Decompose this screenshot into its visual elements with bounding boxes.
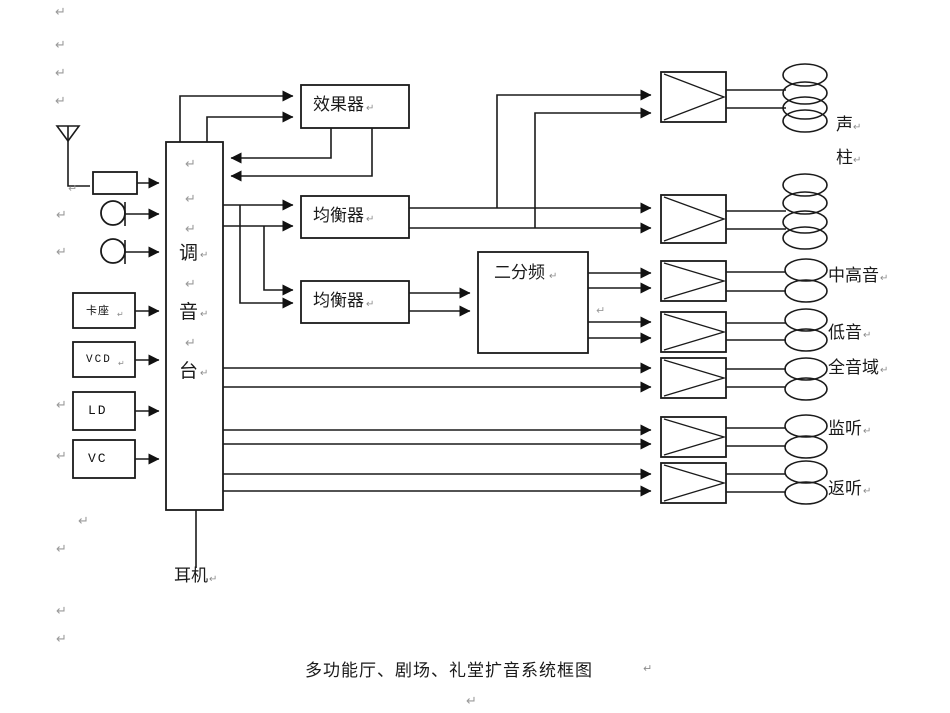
- pilcrow-mark: ↵: [185, 157, 196, 172]
- receiver-box-icon: [92, 171, 138, 195]
- effects-processor-label: 效果器: [313, 95, 364, 115]
- pilcrow-mark: ↵: [209, 574, 218, 585]
- amplifier-block-6: [660, 416, 727, 458]
- amplifier-block-7: [660, 462, 727, 504]
- pilcrow-mark: ↵: [200, 368, 209, 379]
- pilcrow-mark: ↵: [596, 304, 606, 317]
- equalizer-2-label: 均衡器: [313, 291, 364, 311]
- speaker-pair-foldback: [784, 460, 828, 505]
- pilcrow-mark: ↵: [56, 449, 67, 464]
- equalizer-box-1: [300, 195, 410, 239]
- pilcrow-mark: ↵: [56, 542, 67, 557]
- figure-caption: 多功能厅、剧场、礼堂扩音系统框图: [305, 661, 593, 681]
- mixer-console-box: [165, 141, 224, 511]
- mixer-char-2: 音: [179, 301, 199, 323]
- speaker-pair-midhigh: [784, 258, 828, 303]
- speaker-column-2: [782, 173, 828, 250]
- amplifier-block-5: [660, 357, 727, 399]
- foldback-speaker-label: 返听: [828, 479, 862, 499]
- pilcrow-mark: ↵: [366, 214, 375, 225]
- pilcrow-mark: ↵: [55, 38, 66, 53]
- pilcrow-mark: ↵: [643, 662, 653, 675]
- crossover-label: 二分频: [494, 263, 545, 283]
- pilcrow-mark: ↵: [200, 250, 209, 261]
- effects-processor-box: [300, 84, 410, 129]
- pilcrow-mark: ↵: [185, 336, 196, 351]
- equalizer-1-label: 均衡器: [313, 206, 364, 226]
- pilcrow-mark: ↵: [853, 155, 862, 166]
- pilcrow-mark: ↵: [366, 103, 375, 114]
- pilcrow-mark: ↵: [185, 277, 196, 292]
- pilcrow-mark: ↵: [880, 365, 889, 376]
- pilcrow-mark: ↵: [200, 309, 209, 320]
- pilcrow-mark: ↵: [185, 222, 196, 237]
- pilcrow-mark: ↵: [185, 192, 196, 207]
- vcd-player-label: VCD: [86, 354, 112, 366]
- amplifier-block-1: [660, 71, 727, 123]
- pilcrow-mark: ↵: [56, 398, 67, 413]
- pilcrow-mark: ↵: [853, 122, 862, 133]
- pilcrow-mark: ↵: [118, 359, 125, 368]
- speaker-column-label-line2: 柱: [836, 148, 853, 168]
- pilcrow-mark: ↵: [55, 5, 66, 20]
- bass-speaker-label: 低音: [828, 323, 862, 343]
- speaker-column-1: [782, 63, 828, 133]
- pilcrow-mark: ↵: [78, 514, 89, 529]
- pilcrow-mark: ↵: [880, 273, 889, 284]
- mixer-char-1: 调: [179, 242, 199, 264]
- pilcrow-mark: ↵: [466, 694, 477, 709]
- headphone-label: 耳机: [174, 566, 208, 586]
- crossover-box: [477, 251, 589, 354]
- midhigh-speaker-label: 中高音: [828, 266, 879, 286]
- antenna-icon: [55, 125, 90, 187]
- pilcrow-mark: ↵: [56, 604, 67, 619]
- amplifier-block-3: [660, 260, 727, 302]
- pilcrow-mark: ↵: [863, 486, 872, 497]
- pilcrow-mark: ↵: [56, 632, 67, 647]
- speaker-pair-fullrange: [784, 357, 828, 401]
- speaker-column-label-line1: 声: [836, 115, 853, 135]
- ld-player-label: LD: [88, 403, 108, 418]
- pilcrow-mark: ↵: [863, 330, 872, 341]
- cassette-deck-label: 卡座: [86, 304, 110, 317]
- monitor-speaker-label: 监听: [828, 419, 862, 439]
- pilcrow-mark: ↵: [366, 299, 375, 310]
- pilcrow-mark: ↵: [56, 245, 67, 260]
- amplifier-block-4: [660, 311, 727, 353]
- pilcrow-mark: ↵: [56, 208, 67, 223]
- microphone-icon-1: [100, 200, 160, 226]
- speaker-pair-monitor: [784, 414, 828, 459]
- pilcrow-mark: ↵: [863, 426, 872, 437]
- pilcrow-mark: ↵: [549, 271, 558, 282]
- equalizer-box-2: [300, 280, 410, 324]
- fullrange-speaker-label: 全音域: [828, 358, 879, 378]
- pilcrow-mark: ↵: [55, 94, 66, 109]
- vc-player-label: VC: [88, 451, 108, 466]
- pilcrow-mark: ↵: [117, 310, 124, 319]
- speaker-pair-bass: [784, 308, 828, 352]
- mixer-char-3: 台: [179, 360, 199, 382]
- microphone-icon-2: [100, 238, 160, 264]
- pilcrow-mark: ↵: [68, 182, 78, 195]
- pilcrow-mark: ↵: [55, 66, 66, 81]
- amplifier-block-2: [660, 194, 727, 244]
